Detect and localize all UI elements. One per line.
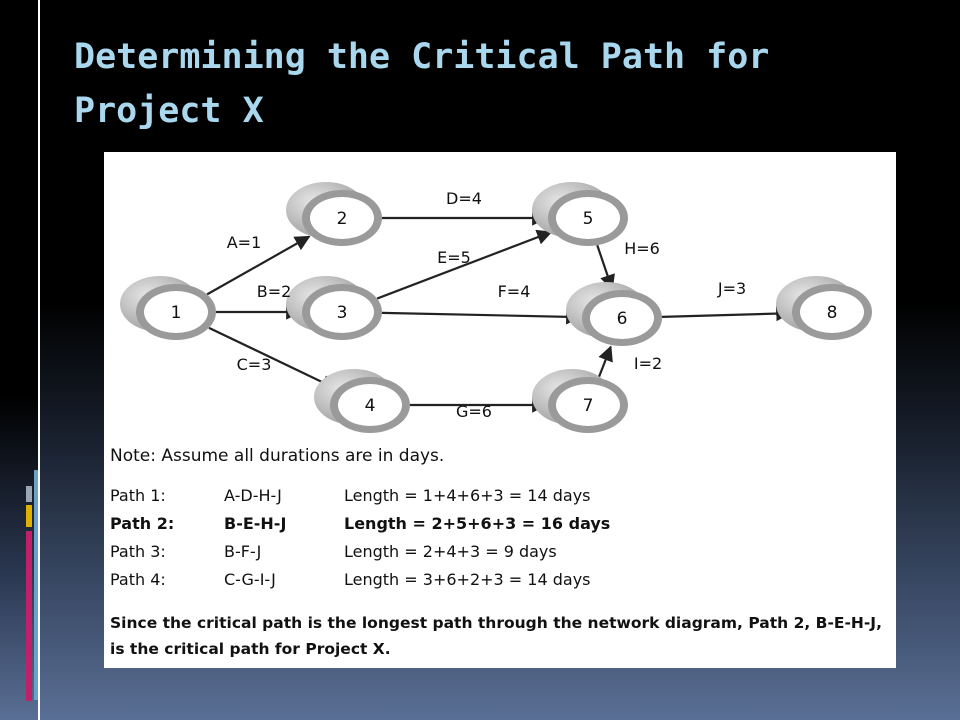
edge-label: D=4 (446, 189, 482, 208)
edge-label: A=1 (227, 233, 262, 252)
node-label: 2 (337, 209, 348, 229)
path-length: Length = 3+6+2+3 = 14 days (344, 570, 591, 589)
node-5: 5 (532, 182, 628, 246)
path-length: Length = 1+4+6+3 = 14 days (344, 486, 591, 505)
node-label: 5 (583, 209, 594, 229)
path-length: Length = 2+4+3 = 9 days (344, 542, 557, 561)
slide-title: Determining the Critical Path for Projec… (74, 37, 770, 131)
path-sequence: C-G-I-J (224, 570, 276, 589)
accent-bar-pink (26, 531, 32, 701)
edge-label: I=2 (634, 354, 662, 373)
accent-bar-gray (26, 486, 32, 502)
edge-label: J=3 (717, 279, 746, 298)
node-2: 2 (286, 182, 382, 246)
node-face (338, 384, 402, 426)
edge-5-6 (596, 244, 615, 291)
left-band (0, 0, 38, 720)
node-3: 3 (286, 276, 382, 340)
edge-1-4 (208, 326, 337, 390)
edge-7-6 (597, 345, 613, 379)
accent-bar-blue (34, 470, 38, 700)
node-face (310, 291, 374, 333)
node-label: 7 (583, 396, 594, 416)
edge-label: H=6 (624, 239, 660, 258)
path-sequence: A-D-H-J (224, 486, 282, 505)
path-sequence: B-E-H-J (224, 514, 287, 533)
edge-label: E=5 (437, 248, 471, 267)
conclusion-text: Since the critical path is the longest p… (110, 614, 882, 658)
edge-label: C=3 (237, 355, 272, 374)
path-name: Path 2: (110, 514, 175, 533)
node-label: 4 (365, 396, 376, 416)
edge-6-8 (661, 305, 792, 322)
node-face (800, 291, 864, 333)
edge-label: B=2 (257, 282, 292, 301)
network-diagram: 1 2 3 4 5 6 7 8 A=1B=2C=3 D=4E=5F=4G=6 H=6I=2 J=3 (120, 182, 872, 433)
node-1: 1 (120, 276, 216, 340)
node-7: 7 (532, 369, 628, 433)
path-name: Path 3: (110, 542, 166, 561)
edge-3-5 (376, 229, 553, 300)
node-face (556, 197, 620, 239)
node-label: 1 (171, 303, 182, 323)
node-face (556, 384, 620, 426)
accent-bar-yellow (26, 505, 32, 527)
node-label: 6 (617, 309, 628, 329)
node-face (310, 197, 374, 239)
node-6: 6 (566, 282, 662, 346)
path-sequence: B-F-J (224, 542, 262, 561)
path-length: Length = 2+5+6+3 = 16 days (344, 514, 611, 533)
left-divider-line (38, 0, 40, 720)
edge-1-2 (206, 235, 311, 296)
edge-3-6 (381, 309, 582, 325)
node-face (144, 291, 208, 333)
path-name: Path 4: (110, 570, 166, 589)
node-face (590, 297, 654, 339)
edge-label: F=4 (498, 282, 531, 301)
path-name: Path 1: (110, 486, 166, 505)
node-label: 3 (337, 303, 348, 323)
edge-label: G=6 (456, 402, 492, 421)
node-label: 8 (827, 303, 838, 323)
note-text: Note: Assume all durations are in days. (110, 446, 445, 466)
node-4: 4 (314, 369, 410, 433)
node-8: 8 (776, 276, 872, 340)
